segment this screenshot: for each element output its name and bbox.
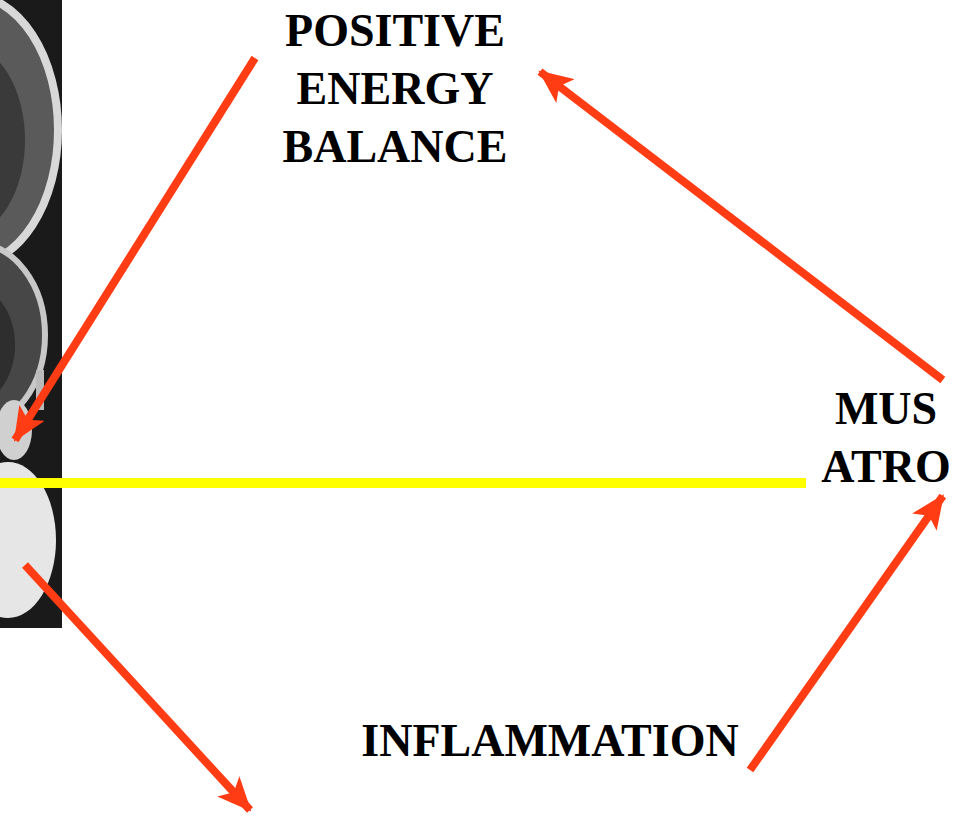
yellow-line bbox=[0, 478, 806, 488]
scan-image bbox=[0, 0, 62, 628]
text-node: POSITIVE ENERGY BALANCE bbox=[250, 2, 540, 176]
node-label: MUS ATRO bbox=[815, 380, 957, 496]
node-label: POSITIVE ENERGY BALANCE bbox=[250, 2, 540, 176]
node-label: INFLAMMATION bbox=[350, 712, 750, 770]
red-arrow bbox=[540, 72, 943, 380]
red-arrow bbox=[750, 496, 943, 770]
text-node: INFLAMMATION bbox=[350, 712, 750, 770]
red-arrow bbox=[15, 58, 255, 440]
red-arrow bbox=[25, 565, 250, 810]
text-node: MUS ATRO bbox=[815, 380, 957, 496]
